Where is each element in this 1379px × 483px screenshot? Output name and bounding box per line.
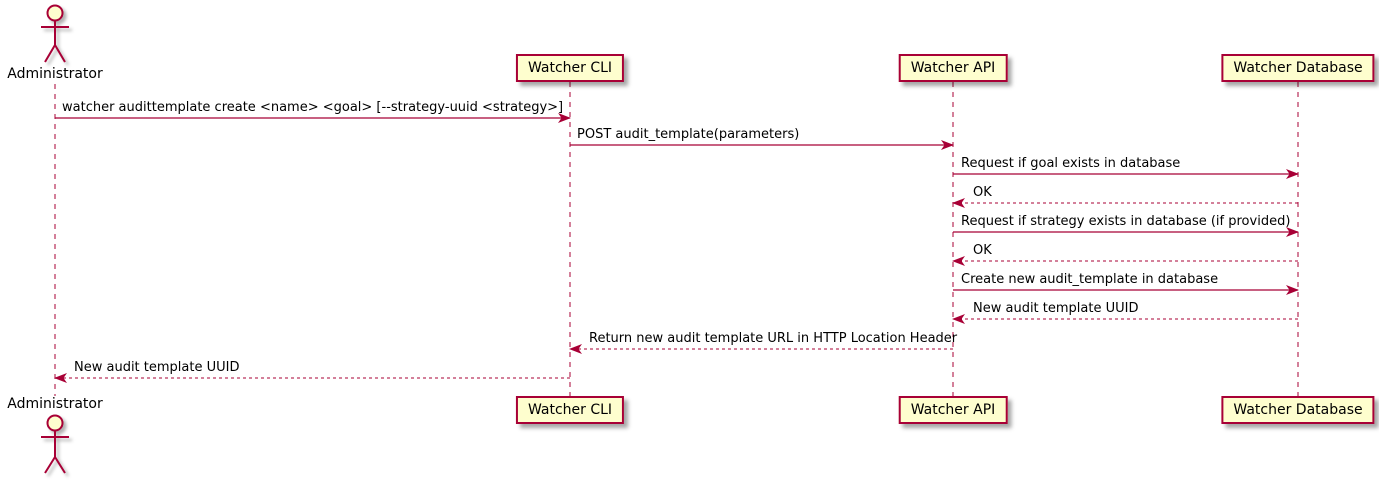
administrator-actor-icon-bottom bbox=[41, 414, 69, 474]
message-label-3: Request if goal exists in database bbox=[961, 156, 1181, 171]
participant-label: Watcher Database bbox=[1233, 402, 1363, 418]
message-label-8: New audit template UUID bbox=[973, 301, 1139, 316]
message-label-1: watcher audittemplate create <name> <goa… bbox=[62, 100, 564, 115]
participant-label: Watcher CLI bbox=[527, 402, 613, 418]
participant-box-watcher-database-bottom: Watcher Database bbox=[1221, 396, 1375, 424]
actor-label-administrator-bottom: Administrator bbox=[7, 396, 103, 412]
administrator-actor-icon bbox=[41, 4, 69, 63]
participant-label: Watcher API bbox=[910, 402, 996, 418]
participant-box-watcher-cli-bottom: Watcher CLI bbox=[515, 396, 625, 424]
participant-box-watcher-api-top: Watcher API bbox=[898, 54, 1008, 82]
participant-label: Watcher Database bbox=[1233, 60, 1363, 76]
message-label-9: Return new audit template URL in HTTP Lo… bbox=[589, 331, 958, 346]
actor-label-administrator-top: Administrator bbox=[7, 66, 103, 82]
message-label-2: POST audit_template(parameters) bbox=[577, 127, 800, 142]
participant-box-watcher-cli-top: Watcher CLI bbox=[515, 54, 625, 82]
message-label-5: Request if strategy exists in database (… bbox=[961, 214, 1291, 229]
message-label-10: New audit template UUID bbox=[74, 360, 240, 375]
message-label-6: OK bbox=[973, 243, 992, 258]
participant-box-watcher-api-bottom: Watcher API bbox=[898, 396, 1008, 424]
participant-box-watcher-database-top: Watcher Database bbox=[1221, 54, 1375, 82]
message-label-4: OK bbox=[973, 185, 992, 200]
participant-label: Watcher CLI bbox=[527, 60, 613, 76]
message-label-7: Create new audit_template in database bbox=[961, 272, 1219, 287]
participant-label: Watcher API bbox=[910, 60, 996, 76]
